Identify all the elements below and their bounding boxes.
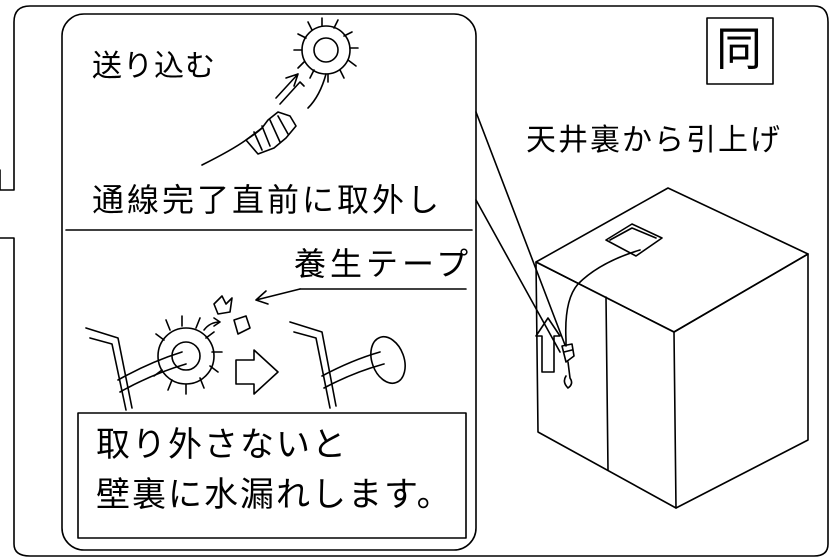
wall-left-after <box>289 321 337 409</box>
process-arrow <box>235 349 279 395</box>
ceiling-opening <box>605 223 663 257</box>
pull-up-arrow <box>535 317 561 373</box>
ceiling-opening-inner <box>609 227 657 241</box>
badge-box <box>706 17 774 85</box>
box-top <box>535 187 809 333</box>
feed-arrow <box>275 73 305 105</box>
cable-before <box>117 351 187 393</box>
callout-panel <box>61 13 477 551</box>
box-side <box>673 253 809 509</box>
wire-bundle <box>561 343 575 363</box>
callout-top-label: 送り込む <box>92 49 216 84</box>
outer-frame <box>0 5 829 557</box>
tape-piece-2 <box>233 315 251 335</box>
pull-wire <box>564 249 641 347</box>
box-seam <box>605 296 609 471</box>
feed-wire <box>201 127 263 166</box>
warning-line-1: 取り外さないと <box>96 425 348 465</box>
coil-ring-top-outer <box>301 25 351 75</box>
caption-top: 通線完了直前に取外し <box>92 181 443 219</box>
coil-ring-after <box>370 335 406 385</box>
tape-curl-arrow <box>203 317 221 331</box>
coil-tail-top <box>307 73 327 109</box>
wire-wrap <box>245 111 297 155</box>
coil-ring-bottom-inner <box>171 341 201 371</box>
tape-piece-1 <box>213 295 233 315</box>
tape-label: 養生テープ <box>294 245 473 283</box>
cable-after <box>321 351 385 389</box>
coil-ring-bottom-outer <box>157 327 215 385</box>
warning-box <box>77 412 467 539</box>
pointer-line-bottom <box>475 199 561 353</box>
wire-loop <box>563 361 573 389</box>
badge-label: 同 <box>716 22 762 76</box>
pointer-line-top <box>475 111 566 346</box>
coil-ring-top-inner <box>313 37 339 63</box>
warning-line-2: 壁裏に水漏れします。 <box>96 475 453 515</box>
wall-left-before <box>85 327 133 411</box>
tape-pointer-arrow <box>255 288 301 305</box>
title-right: 天井裏から引上げ <box>526 123 782 158</box>
